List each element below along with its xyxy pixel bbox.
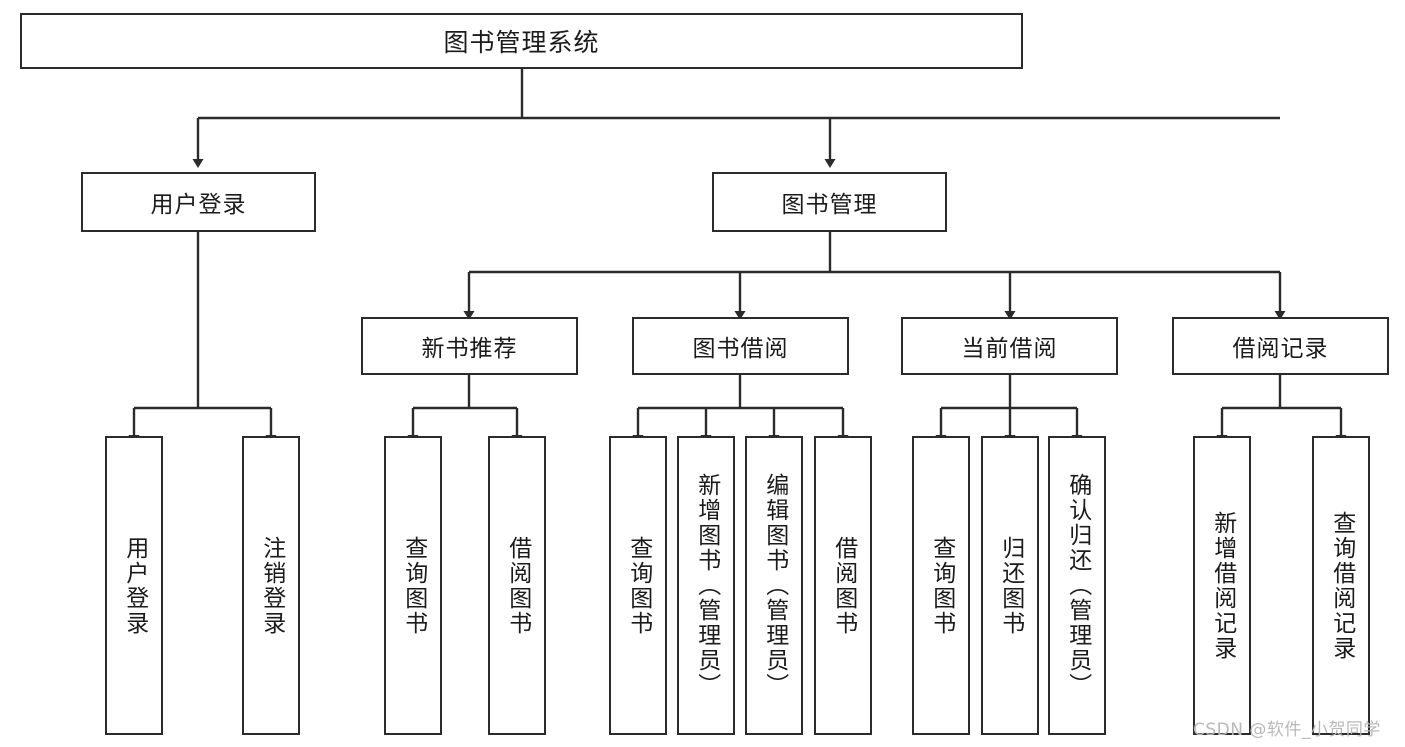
leaf-record-query-borrow-record[interactable]: 查询借阅记录 (1312, 436, 1370, 735)
leaf-borrow-edit-book-admin[interactable]: 编辑图书（管理员） (745, 436, 803, 735)
node-label: 当前借阅 (961, 336, 1058, 362)
node-book-management[interactable]: 图书管理 (712, 172, 947, 232)
node-label: 图书借阅 (692, 336, 789, 362)
node-label: 注销登录 (258, 535, 285, 636)
leaf-current-return-book[interactable]: 归还图书 (981, 436, 1039, 735)
node-label: 用户登录 (121, 535, 148, 636)
node-root-system[interactable]: 图书管理系统 (20, 13, 1023, 69)
leaf-record-add-borrow-record[interactable]: 新增借阅记录 (1193, 436, 1251, 735)
csdn-watermark: CSDN @软件_小贺同学 (1193, 720, 1381, 740)
node-label: 查询图书 (400, 535, 427, 636)
node-label: 图书管理系统 (443, 28, 600, 57)
node-label: 查询图书 (625, 535, 652, 636)
node-label: 借阅图书 (830, 535, 857, 636)
node-label: 查询图书 (928, 535, 955, 636)
leaf-current-query-book[interactable]: 查询图书 (912, 436, 970, 735)
node-label: 用户登录 (150, 192, 247, 218)
node-label: 新增借阅记录 (1209, 510, 1236, 661)
node-label: 借阅图书 (504, 535, 531, 636)
leaf-current-confirm-return-admin[interactable]: 确认归还（管理员） (1048, 436, 1106, 735)
node-current-borrow[interactable]: 当前借阅 (901, 317, 1118, 375)
leaf-borrow-borrow-book[interactable]: 借阅图书 (814, 436, 872, 735)
leaf-user-logout[interactable]: 注销登录 (242, 436, 300, 735)
node-user-login[interactable]: 用户登录 (81, 172, 316, 232)
node-label: 借阅记录 (1232, 336, 1329, 362)
node-label: 编辑图书（管理员） (761, 473, 788, 698)
node-borrow-record[interactable]: 借阅记录 (1172, 317, 1389, 375)
node-label: 归还图书 (997, 535, 1024, 636)
node-label: 新增图书（管理员） (693, 473, 720, 698)
node-new-book-recommend[interactable]: 新书推荐 (361, 317, 578, 375)
node-label: 新书推荐 (421, 336, 518, 362)
leaf-recommend-borrow-book[interactable]: 借阅图书 (488, 436, 546, 735)
leaf-borrow-add-book-admin[interactable]: 新增图书（管理员） (677, 436, 735, 735)
leaf-recommend-query-book[interactable]: 查询图书 (384, 436, 442, 735)
node-label: 查询借阅记录 (1328, 510, 1355, 661)
node-book-borrow[interactable]: 图书借阅 (632, 317, 849, 375)
node-label: 图书管理 (781, 192, 878, 218)
leaf-borrow-query-book[interactable]: 查询图书 (609, 436, 667, 735)
node-label: 确认归还（管理员） (1064, 473, 1091, 698)
leaf-user-login[interactable]: 用户登录 (105, 436, 163, 735)
